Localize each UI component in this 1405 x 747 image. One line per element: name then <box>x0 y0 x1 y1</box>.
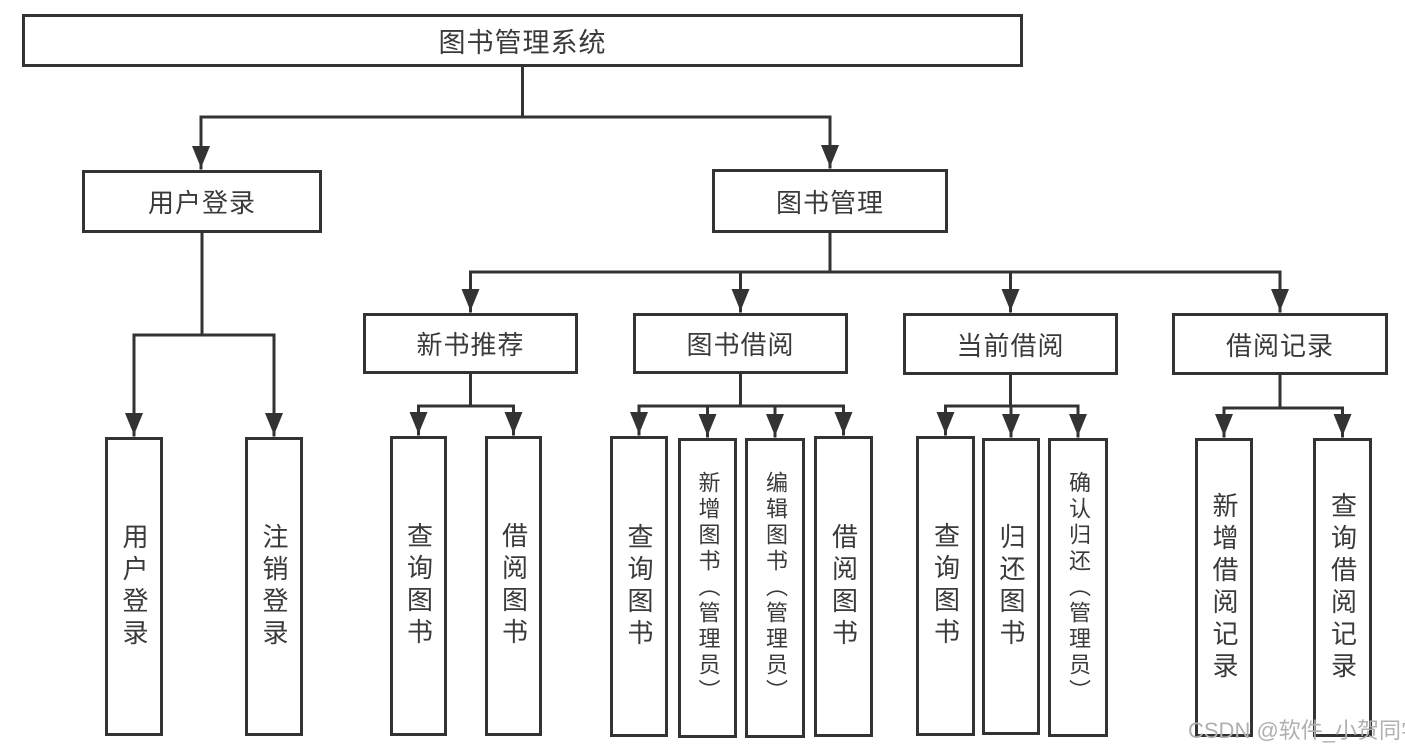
node-leaf-borrow-books-recommend: 借阅图书 <box>485 436 542 736</box>
node-leaf-user-login: 用户登录 <box>105 437 163 736</box>
node-new-book-recommend: 新书推荐 <box>363 313 578 374</box>
node-leaf-logout: 注销登录 <box>245 437 303 736</box>
node-current-borrowing: 当前借阅 <box>903 313 1118 375</box>
node-leaf-add-books-admin: 新增图书（管理员） <box>678 438 737 738</box>
csdn-watermark: CSDN @软件_小贺同学 <box>1188 718 1405 743</box>
node-user-login: 用户登录 <box>82 170 322 233</box>
node-leaf-add-borrow-record: 新增借阅记录 <box>1195 438 1253 737</box>
node-leaf-confirm-return-admin: 确认归还（管理员） <box>1048 438 1108 737</box>
node-leaf-query-books-current: 查询图书 <box>916 436 975 736</box>
node-book-management: 图书管理 <box>712 169 948 233</box>
node-leaf-query-borrow-record: 查询借阅记录 <box>1313 438 1372 737</box>
node-leaf-return-books: 归还图书 <box>982 438 1040 735</box>
node-leaf-query-books-recommend: 查询图书 <box>390 436 447 736</box>
node-book-borrowing: 图书借阅 <box>633 313 848 374</box>
node-borrowing-records: 借阅记录 <box>1172 313 1388 375</box>
node-leaf-edit-books-admin: 编辑图书（管理员） <box>745 438 805 738</box>
node-leaf-borrow-books: 借阅图书 <box>814 436 873 737</box>
node-leaf-query-books-borrow: 查询图书 <box>610 436 668 737</box>
node-root-system: 图书管理系统 <box>22 14 1023 67</box>
